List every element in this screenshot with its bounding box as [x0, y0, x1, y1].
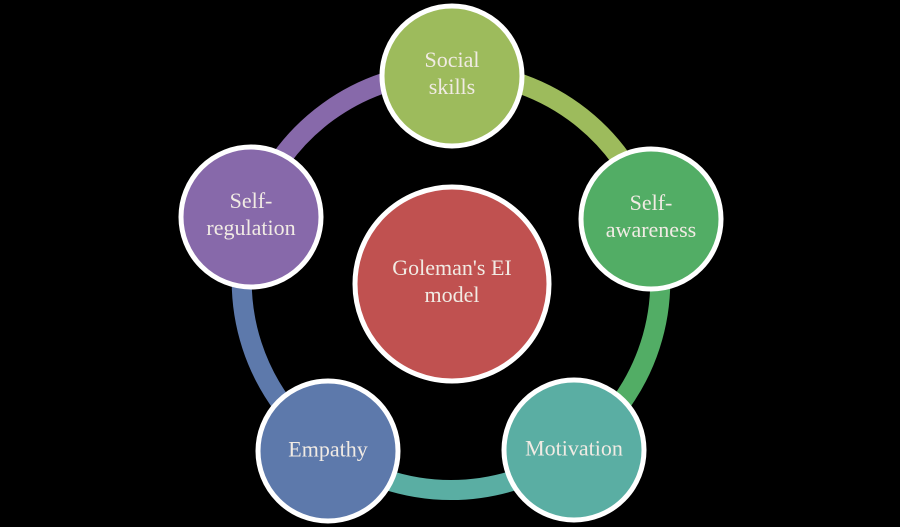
node-circle-self-regulation — [178, 144, 324, 290]
node-circle-motivation — [501, 377, 647, 523]
center-circle-goleman-ei-model — [352, 184, 552, 384]
node-circle-self-awareness — [578, 146, 724, 292]
node-circle-social-skills — [379, 3, 525, 149]
node-circle-empathy — [255, 378, 401, 524]
